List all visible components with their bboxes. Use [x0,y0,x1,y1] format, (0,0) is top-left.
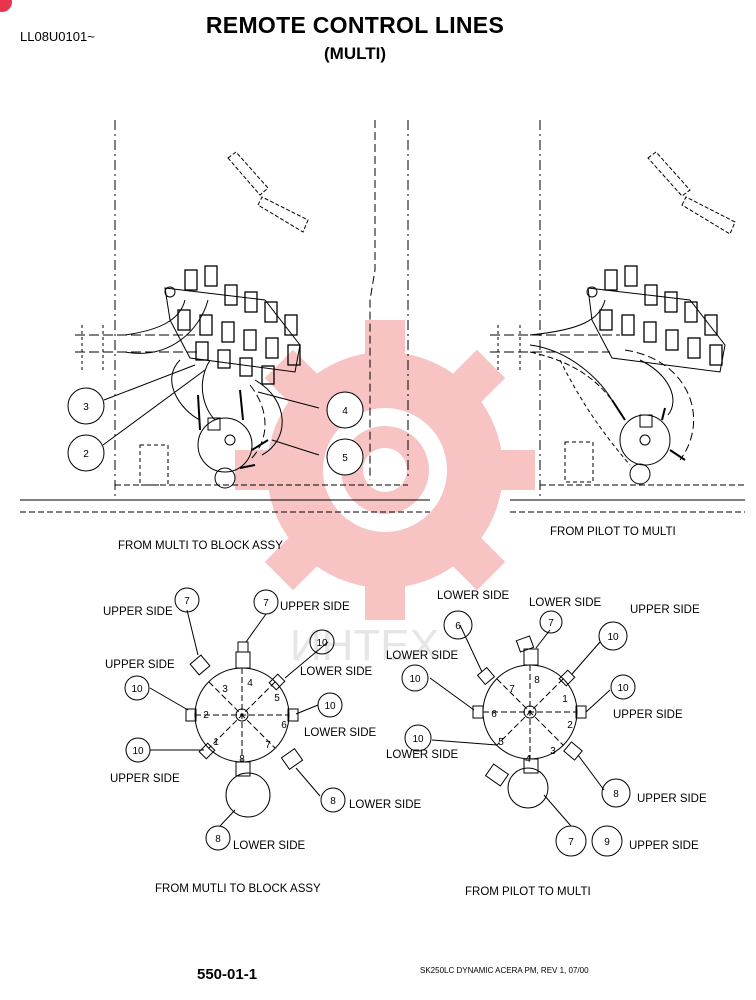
br-label: UPPER SIDE [637,793,707,805]
bl-callout: 7 [184,596,190,607]
bl-port: 8 [239,754,245,765]
callout-5: 5 [342,453,348,464]
watermark-gear-logo [235,320,535,620]
br-callout: 10 [607,632,619,643]
top-left-frame [20,120,430,513]
page-subtitle: (MULTI) [324,44,386,63]
br-port: 7 [509,684,515,695]
br-callout: 9 [604,837,610,848]
bl-port: 5 [274,693,280,704]
bottom-left-callout-circles [124,587,346,851]
bl-port: 2 [203,710,209,721]
bl-callout: 10 [316,638,328,649]
bl-label: UPPER SIDE [280,601,350,613]
br-port: 1 [562,694,568,705]
bottom-right-callout-circles [401,610,636,857]
top-left-hoses [124,299,283,461]
br-port: 2 [567,720,573,731]
bl-port: 3 [222,684,228,695]
bl-port: 6 [281,720,287,731]
revision-note: SK250LC DYNAMIC ACERA PM, REV 1, 07/00 [420,966,589,975]
br-label: UPPER SIDE [630,604,700,616]
caption-top-left: FROM MULTI TO BLOCK ASSY [118,540,283,552]
top-left-callout-circles [67,387,364,476]
caption-top-right: FROM PILOT TO MULTI [550,526,676,538]
br-callout: 6 [455,621,461,632]
top-right-hoses [529,299,695,466]
br-callout: 7 [568,837,574,848]
corner-badge [0,0,12,12]
top-right-multi-valve [611,399,686,485]
top-right-frame [490,120,745,513]
bl-label: UPPER SIDE [105,659,175,671]
br-label: UPPER SIDE [629,840,699,852]
page-title: REMOTE CONTROL LINES [205,12,505,38]
bl-label: LOWER SIDE [304,727,377,739]
br-port: 4 [525,754,531,765]
br-callout: 10 [617,683,629,694]
page-number: 550-01-1 [197,966,258,983]
caption-bottom-right: FROM PILOT TO MULTI [465,886,591,898]
br-label: LOWER SIDE [529,597,602,609]
callout-4: 4 [342,406,348,417]
bl-callout: 8 [330,796,336,807]
bottom-left-multi-valve-detail [149,609,329,827]
br-label: LOWER SIDE [437,590,510,602]
br-callout: 10 [412,734,424,745]
bl-label: UPPER SIDE [110,773,180,785]
bl-port: 4 [247,678,253,689]
watermark-text: ИНТЕХ [290,621,439,670]
top-left-control-valve-block [164,265,301,385]
br-callout: 7 [548,618,554,629]
bl-label: LOWER SIDE [300,666,373,678]
br-label: LOWER SIDE [386,650,459,662]
document-code: LL08U0101~ [20,29,95,44]
bl-label: LOWER SIDE [233,840,306,852]
top-right-control-valve-block [586,265,726,373]
br-label: UPPER SIDE [613,709,683,721]
bl-label: LOWER SIDE [349,799,422,811]
bl-callout: 8 [215,834,221,845]
bottom-right-multi-valve-detail [429,624,611,827]
bl-callout: 10 [132,746,144,757]
bl-label: UPPER SIDE [103,606,173,618]
bl-callout: 10 [131,684,143,695]
bl-callout: 10 [324,701,336,712]
br-port: 3 [550,746,556,757]
br-port: 5 [498,737,504,748]
callout-2: 2 [83,449,89,460]
br-port: 6 [491,709,497,720]
callout-3: 3 [83,402,89,413]
br-port: 8 [534,675,540,686]
br-label: LOWER SIDE [386,749,459,761]
br-callout: 10 [409,674,421,685]
br-callout: 8 [613,789,619,800]
top-left-leaders [102,364,320,456]
bl-port: 7 [265,740,271,751]
bl-callout: 7 [263,598,269,609]
bl-port: 1 [213,737,219,748]
caption-bottom-left: FROM MUTLI TO BLOCK ASSY [155,883,321,895]
